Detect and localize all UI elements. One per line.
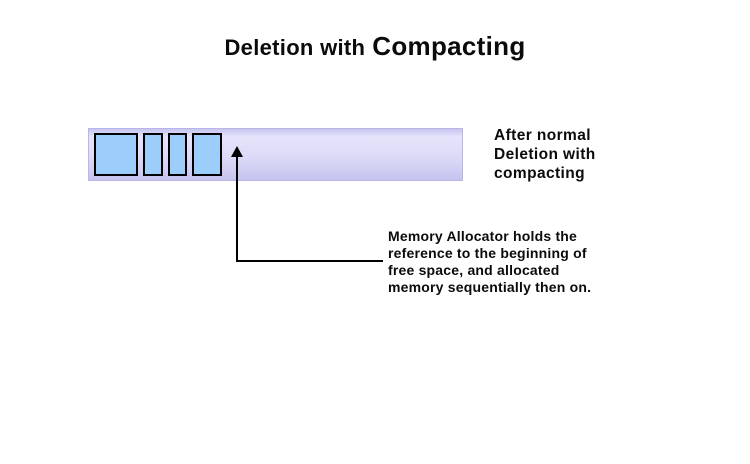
annotation-text: Memory Allocator holds the reference to … — [388, 228, 591, 296]
pointer-horizontal-line — [236, 260, 383, 262]
slide-title-part2: Compacting — [372, 31, 526, 61]
side-label-line: compacting — [494, 165, 585, 182]
memory-block — [168, 133, 187, 176]
memory-bar — [88, 128, 463, 181]
pointer-vertical-line — [236, 155, 238, 262]
slide-title-part1: Deletion with — [224, 35, 366, 60]
annotation-line: memory sequentially then on. — [388, 279, 592, 295]
side-label: After normal Deletion with compacting — [494, 126, 596, 183]
pointer-arrowhead-icon — [231, 146, 243, 157]
memory-block — [143, 133, 163, 176]
memory-block — [192, 133, 222, 176]
annotation-line: free space, and allocated — [388, 262, 560, 278]
memory-block — [94, 133, 138, 176]
annotation-line: reference to the beginning of — [388, 245, 587, 261]
memory-blocks — [89, 129, 462, 176]
side-label-line: After normal — [494, 127, 591, 144]
annotation-line: Memory Allocator holds the — [388, 228, 578, 244]
side-label-line: Deletion with — [494, 146, 596, 163]
